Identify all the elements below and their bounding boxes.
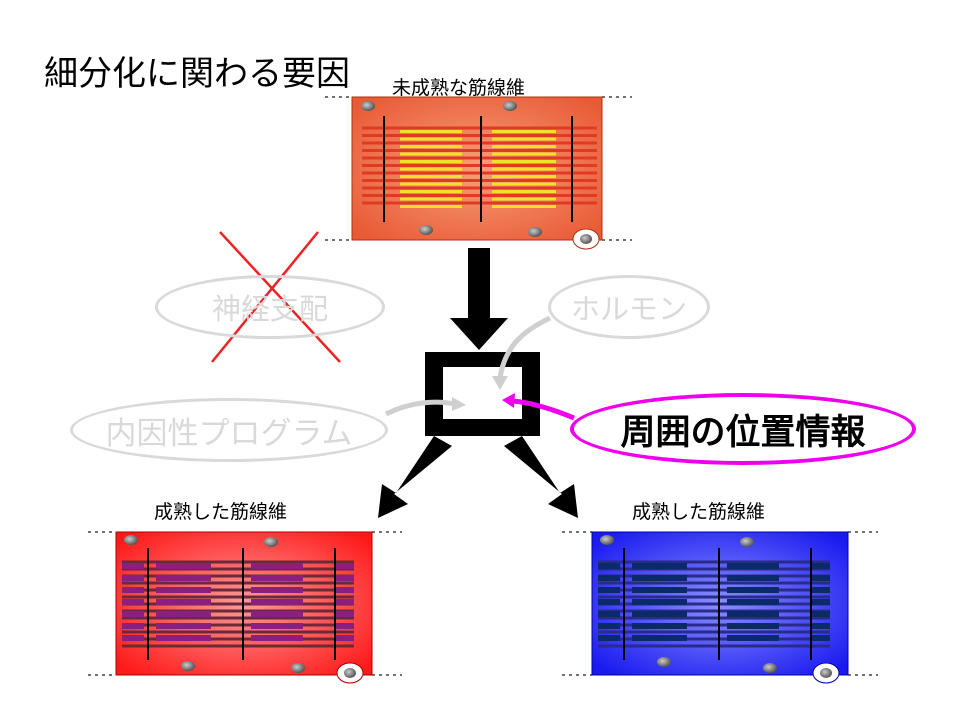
- mature-blue-fiber: [591, 531, 849, 684]
- factor-hormone-oval: ホルモン: [548, 275, 710, 339]
- down-arrow: [450, 248, 508, 350]
- factor-intrinsic-label: 内因性プログラム: [105, 415, 353, 452]
- factor-positional-label: 周囲の位置情報: [620, 412, 866, 453]
- factor-hormone-label: ホルモン: [570, 292, 687, 326]
- factor-nerve-label: 神経支配: [211, 292, 328, 326]
- immature-fiber-label: 未成熟な筋線維: [392, 77, 526, 99]
- factor-nerve-oval: 神経支配: [155, 275, 385, 339]
- branch-box: [378, 352, 578, 518]
- factor-positional-oval: 周囲の位置情報: [570, 393, 916, 465]
- mature-red-fiber: [115, 531, 373, 684]
- positional-arrow: [502, 393, 575, 421]
- immature-fiber: [351, 96, 603, 250]
- mature-left-fiber-label: 成熟した筋線維: [154, 501, 288, 523]
- faded-arrows: [384, 315, 552, 417]
- page-title: 細分化に関わる要因: [44, 54, 350, 94]
- mature-right-fiber-label: 成熟した筋線維: [632, 501, 766, 523]
- factor-intrinsic-oval: 内因性プログラム: [70, 398, 388, 462]
- dashed-guides: [88, 96, 878, 676]
